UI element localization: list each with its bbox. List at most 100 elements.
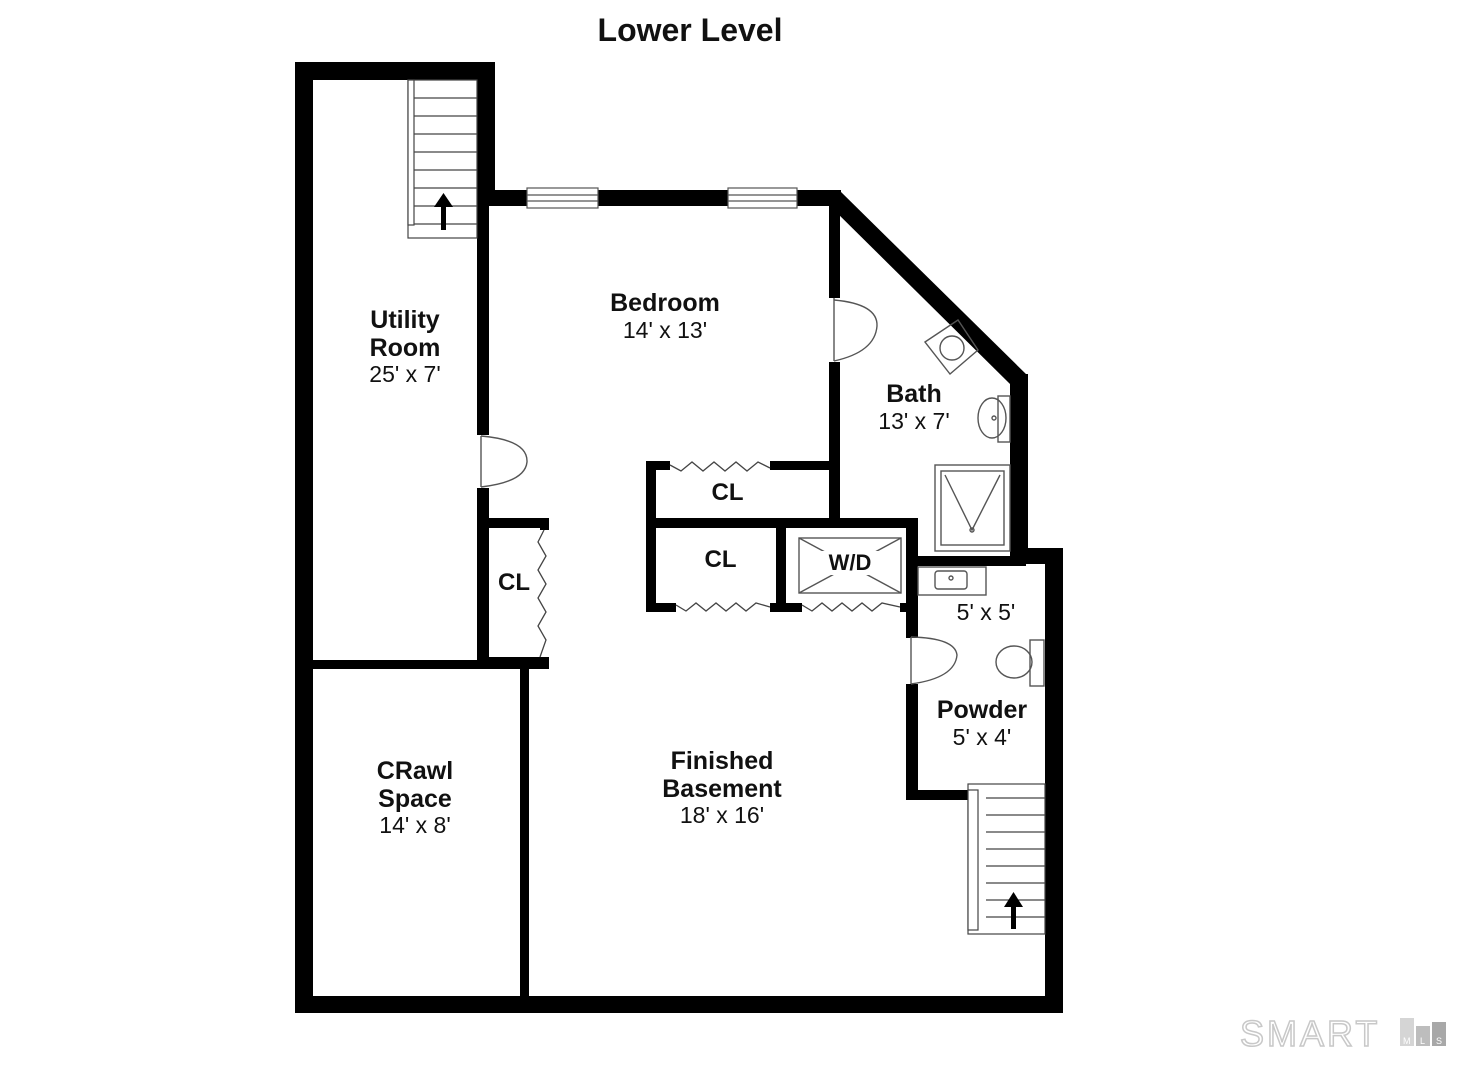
watermark-logo: SMART M L S <box>1239 1012 1460 1056</box>
sink-counter <box>997 395 1011 443</box>
wall <box>646 603 676 612</box>
wall <box>900 603 918 612</box>
wall <box>776 524 786 612</box>
sink-basin <box>934 570 968 590</box>
door-swing-icon <box>833 298 878 362</box>
shower-icon <box>934 464 1011 552</box>
watermark-box <box>1416 1026 1430 1046</box>
wall <box>540 518 549 530</box>
wall <box>646 461 670 470</box>
wall <box>646 518 918 528</box>
room-name: Space <box>378 784 452 813</box>
stair-rail <box>407 79 415 226</box>
door-arc <box>480 435 528 488</box>
wall <box>829 362 840 524</box>
room-label-crawl: CRawl Space 14' x 8' <box>350 757 480 838</box>
watermark-box <box>1432 1022 1446 1046</box>
wall <box>906 556 1026 566</box>
watermark-text: SMART <box>1240 1013 1380 1054</box>
wall <box>598 190 728 206</box>
wall <box>520 660 529 1005</box>
window-frame <box>727 187 798 209</box>
wall <box>295 996 1063 1013</box>
room-name: Basement <box>662 774 782 803</box>
window-icon <box>526 187 599 209</box>
room-dims: 14' x 13' <box>622 316 708 343</box>
room-name: Powder <box>936 696 1028 724</box>
room-label-bath: Bath 13' x 7' <box>864 380 964 434</box>
wall <box>906 790 986 800</box>
shower-slope <box>944 474 1001 532</box>
watermark-sub: M <box>1403 1036 1411 1046</box>
wall <box>646 461 656 611</box>
bifold-door <box>675 602 771 612</box>
room-label-utility: Utility Room 25' x 7' <box>340 306 470 387</box>
sink-drain <box>991 415 997 421</box>
wall <box>313 660 549 669</box>
room-dims-laundry: 5' x 5' <box>956 599 1016 625</box>
room-dims: 14' x 8' <box>379 812 451 838</box>
wall <box>829 190 1028 384</box>
room-name: Room <box>369 333 441 362</box>
room-label-finished: Finished Basement 18' x 16' <box>632 747 812 828</box>
door-swing-icon <box>910 636 958 685</box>
wall <box>477 62 495 192</box>
wall <box>1045 548 1063 1013</box>
arrow-head <box>434 193 453 207</box>
stairs-up-arrow-icon <box>434 193 453 230</box>
wall <box>477 518 549 528</box>
corner-sink <box>923 319 979 376</box>
closet-label: CL <box>704 546 737 573</box>
wall <box>477 488 489 663</box>
sink-icon <box>977 395 1011 443</box>
sink-basin <box>939 335 965 361</box>
room-dims: 5' x 4' <box>952 723 1012 750</box>
shower-tray <box>934 464 1011 552</box>
sink-basin <box>977 397 1007 439</box>
wall <box>477 200 489 435</box>
watermark-sub: S <box>1436 1036 1442 1046</box>
shower-inner <box>940 470 1005 546</box>
bifold-door <box>801 602 901 612</box>
stair-rail <box>967 789 979 931</box>
wall <box>770 461 840 470</box>
door-arc <box>910 636 958 685</box>
room-label-bedroom: Bedroom 14' x 13' <box>585 289 745 343</box>
bifold-doors <box>537 461 901 658</box>
sink-counter <box>917 566 987 596</box>
room-name: Utility <box>370 306 440 334</box>
window-frame <box>526 187 599 209</box>
watermark-graphic: SMART M L S <box>1239 1012 1446 1055</box>
door-swing-icon <box>480 435 528 488</box>
watermark-sub: L <box>1420 1036 1425 1046</box>
page-title: Lower Level <box>597 12 783 48</box>
wall <box>906 618 918 638</box>
room-name: Bath <box>886 380 942 408</box>
wall <box>829 200 840 298</box>
washer-dryer-label: W/D <box>815 550 885 576</box>
sink-drain <box>948 575 954 581</box>
arrow-shaft <box>1011 905 1016 929</box>
bifold-door <box>537 529 547 658</box>
walls <box>295 62 1063 1013</box>
closet-label: CL <box>498 569 530 596</box>
room-name: Bedroom <box>610 289 720 317</box>
watermark-box <box>1400 1018 1414 1046</box>
stair-outline <box>967 783 1046 935</box>
door-arc <box>833 299 878 362</box>
room-dims: 18' x 16' <box>679 802 765 828</box>
wall <box>295 62 313 1013</box>
window-icon <box>727 187 798 209</box>
wall <box>906 684 918 800</box>
toilet-icon <box>995 639 1045 687</box>
room-dims: 25' x 7' <box>369 361 441 387</box>
room-name: CRawl <box>376 757 454 785</box>
sink-icon <box>917 566 987 596</box>
room-name: Finished <box>670 747 774 775</box>
wd-box <box>798 537 902 594</box>
wall <box>906 518 918 618</box>
wall <box>1010 374 1028 556</box>
sink-icon <box>923 319 979 376</box>
wall <box>295 62 495 80</box>
